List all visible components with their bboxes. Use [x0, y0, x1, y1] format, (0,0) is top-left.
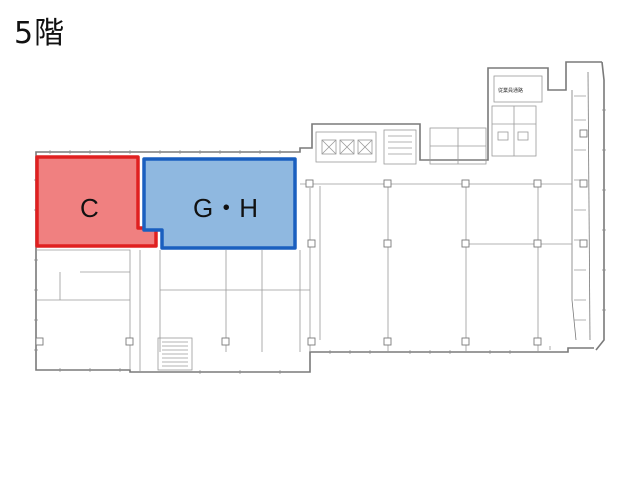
interior-lines	[36, 75, 586, 372]
columns	[35, 129, 588, 346]
zone-c[interactable]: C	[35, 155, 158, 248]
zone-gh-area[interactable]	[142, 157, 297, 250]
floor-title: 5階	[14, 16, 66, 51]
building-walls	[35, 61, 605, 373]
zone-gh[interactable]: G・H	[142, 157, 297, 250]
zone-gh-label: G・H	[193, 193, 258, 223]
zone-c-label: C	[80, 193, 99, 223]
core-label: 従業員通路	[498, 87, 523, 94]
